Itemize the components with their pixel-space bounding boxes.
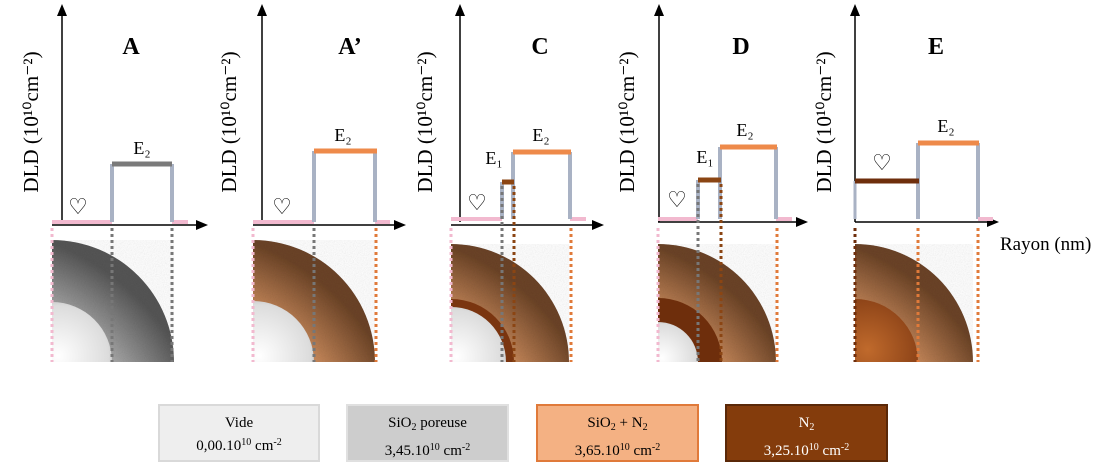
dld-diagram: A DLD (10¹⁰cm⁻²) E₂ ♡ A’ DLD (10¹⁰cm⁻²): [19, 4, 1091, 362]
particle-e: [855, 244, 973, 362]
y-axis-label-a: DLD (10¹⁰cm⁻²): [19, 51, 43, 192]
legend-sio2-n2-name: SiO2 + N2: [587, 415, 648, 433]
y-axis-arrow-d: [654, 4, 664, 16]
y-axis-label-e: DLD (10¹⁰cm⁻²): [812, 51, 836, 192]
y-axis-arrow-e: [850, 4, 860, 16]
x-axis-label: Rayon (nm): [1000, 234, 1091, 255]
y-axis-arrow-a: [57, 4, 67, 16]
panel-d: D DLD (10¹⁰cm⁻²) E₁ E₂ ♡: [615, 4, 808, 362]
step-label-e2-a: E₂: [133, 138, 150, 158]
y-axis-arrow-a-prime: [257, 4, 267, 16]
step-label-e1-d: E₁: [696, 147, 713, 167]
heart-icon: ♡: [272, 195, 292, 220]
legend-vide: Vide 0,00.1010 cm-2: [158, 404, 320, 462]
legend-sio2-poreuse-value: 3,45.1010 cm-2: [384, 442, 471, 459]
panel-title-d: D: [732, 34, 749, 60]
y-axis-label-d: DLD (10¹⁰cm⁻²): [615, 51, 639, 192]
legend-n2: N2 3,25.1010 cm-2: [725, 404, 888, 462]
x-axis-arrow-d: [796, 217, 808, 227]
y-axis-arrow-c: [455, 4, 465, 16]
heart-icon: ♡: [467, 191, 487, 216]
heart-icon: ♡: [667, 188, 687, 213]
legend-sio2-n2-value: 3,65.1010 cm-2: [574, 442, 661, 459]
panel-title-c: C: [531, 34, 548, 60]
panel-title-a: A: [122, 34, 140, 60]
legend-vide-name: Vide: [224, 415, 254, 431]
step-label-e2-d: E₂: [736, 120, 753, 140]
y-axis-label-a-prime: DLD (10¹⁰cm⁻²): [217, 51, 241, 192]
particle-d: [658, 244, 776, 362]
heart-icon: ♡: [872, 151, 892, 176]
particle-a: [52, 240, 174, 362]
y-axis-label-c: DLD (10¹⁰cm⁻²): [413, 51, 437, 192]
panel-c: C DLD (10¹⁰cm⁻²) E₁ E₂ ♡: [413, 4, 604, 362]
legend-sio2-poreuse: SiO2 poreuse 3,45.1010 cm-2: [346, 404, 509, 462]
x-axis-arrow-a-prime: [394, 220, 406, 230]
particle-c: [451, 244, 569, 362]
x-axis-arrow-a: [196, 220, 208, 230]
step-label-e2-a-prime: E₂: [334, 125, 351, 145]
step-label-e2-e: E₂: [937, 116, 954, 136]
panel-a: A DLD (10¹⁰cm⁻²) E₂ ♡: [19, 4, 208, 362]
step-label-e2-c: E₂: [532, 125, 549, 145]
legend-n2-name: N2: [798, 415, 815, 433]
step-label-e1-c: E₁: [485, 148, 502, 168]
legend-sio2-poreuse-name: SiO2 poreuse: [388, 415, 467, 433]
panel-a-prime: A’ DLD (10¹⁰cm⁻²) E₂ ♡: [217, 4, 406, 362]
x-axis-arrow-c: [592, 220, 604, 230]
legend-n2-value: 3,25.1010 cm-2: [763, 442, 850, 459]
legend-sio2-n2: SiO2 + N2 3,65.1010 cm-2: [536, 404, 699, 462]
panel-title-a-prime: A’: [338, 34, 362, 60]
panel-e: E DLD (10¹⁰cm⁻²) E₂ ♡: [812, 4, 999, 362]
panel-title-e: E: [928, 34, 944, 60]
heart-icon: ♡: [68, 195, 88, 220]
legend-vide-value: 0,00.1010 cm-2: [196, 437, 282, 454]
